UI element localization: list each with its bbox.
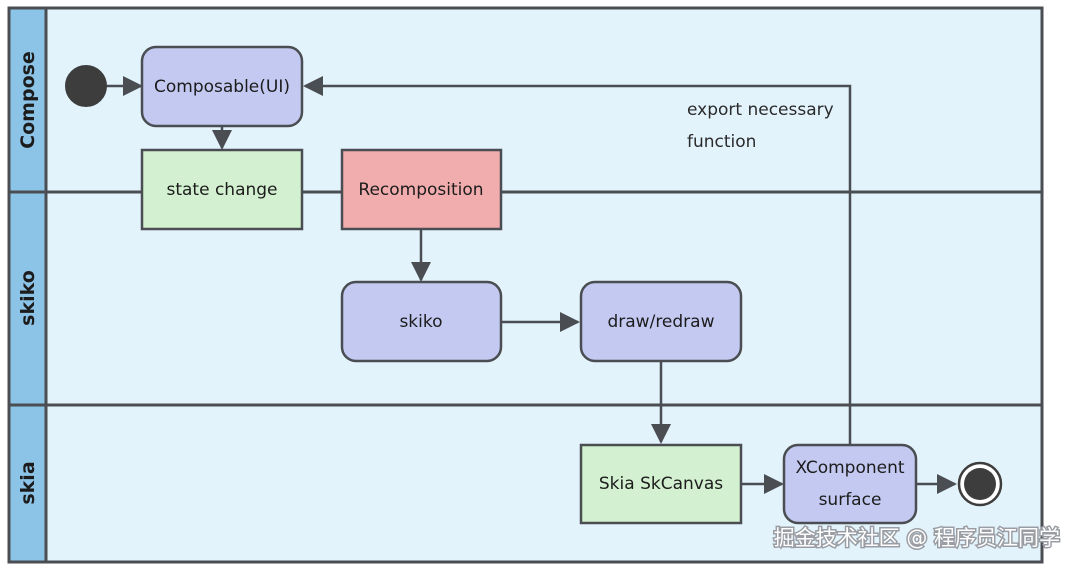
lane-skia-label: skia (17, 461, 39, 504)
lane-skiko-label: skiko (17, 270, 39, 326)
lane-compose-label: Compose (17, 51, 39, 149)
end-node-core (964, 468, 996, 500)
node-skiko: skiko (340, 280, 503, 363)
lane-compose-header (7, 6, 48, 194)
node-skiko-label: skiko (399, 312, 442, 332)
node-state-change: state change (140, 148, 304, 231)
connectors (106, 76, 957, 494)
end-node (957, 461, 1003, 507)
annotation-export-function: export necessary function (687, 100, 834, 152)
node-recomposition-label: Recomposition (358, 180, 483, 200)
node-composable: Composable(UI) (140, 45, 304, 128)
node-recomposition: Recomposition (340, 148, 503, 231)
node-draw-redraw-label: draw/redraw (607, 312, 714, 332)
node-xcomponent-line2: surface (819, 490, 882, 510)
annotation-line1: export necessary (687, 100, 834, 120)
node-composable-label: Composable(UI) (154, 77, 290, 97)
node-skia-skcanvas: Skia SkCanvas (579, 443, 743, 525)
arrow-xcomponent-to-composable (303, 76, 852, 444)
annotation-line2: function (687, 132, 756, 152)
node-skia-skcanvas-label: Skia SkCanvas (599, 474, 723, 494)
node-draw-redraw: draw/redraw (579, 280, 743, 363)
start-node (65, 65, 107, 107)
node-xcomponent-line1: XComponent (795, 458, 904, 478)
node-xcomponent-surface: XComponent surface (782, 443, 918, 525)
lane-skia-header (7, 403, 48, 564)
watermark: 掘金技术社区 @ 程序员江同学 (774, 526, 1060, 550)
node-state-change-label: state change (166, 180, 277, 200)
